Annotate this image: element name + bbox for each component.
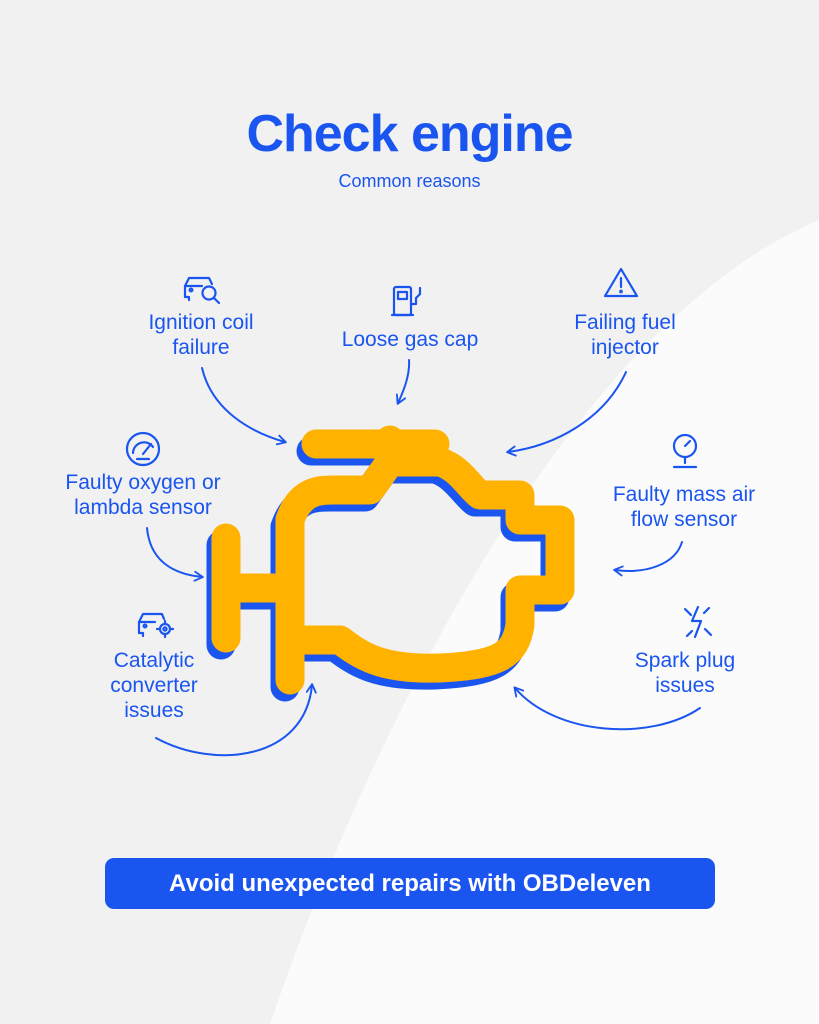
reason-maf-line-2: flow sensor (630, 508, 738, 531)
reason-catalytic-converter: Catalytic converter issues (74, 648, 234, 723)
arrow-spark-plug (513, 686, 701, 731)
reason-catalytic-line-2: converter (110, 674, 198, 697)
gauge-icon (125, 431, 161, 467)
car-search-icon (183, 276, 221, 305)
reason-spark-line-2: issues (655, 674, 715, 697)
car-settings-icon (137, 612, 175, 639)
reason-gas-cap: Loose gas cap (310, 327, 510, 352)
engine-body (275, 447, 575, 683)
arrow-oxygen-sensor (146, 527, 204, 582)
reason-spark-line-1: Spark plug (634, 649, 736, 672)
reason-catalytic-line-3: issues (124, 699, 184, 722)
page-subtitle: Common reasons (338, 171, 481, 191)
reason-ignition-coil: Ignition coil failure (116, 310, 286, 360)
reason-oxygen-line-2: lambda sensor (74, 496, 212, 519)
warning-triangle-icon (603, 267, 639, 298)
reason-maf-line-1: Faulty mass air (612, 483, 756, 506)
reason-injector-line-1: Failing fuel (574, 311, 676, 334)
check-engine-icon (206, 425, 575, 702)
reason-gascap-line-1: Loose gas cap (341, 328, 479, 351)
reason-spark-plug: Spark plug issues (610, 648, 760, 698)
arrow-ignition (201, 367, 287, 446)
arrow-fuel-injector (506, 371, 627, 457)
reason-oxygen-sensor: Faulty oxygen or lambda sensor (38, 470, 248, 520)
background-light-curve (270, 220, 819, 1024)
reason-injector-line-2: injector (591, 336, 659, 359)
reason-fuel-injector: Failing fuel injector (540, 310, 710, 360)
pressure-gauge-icon (672, 433, 698, 469)
arrow-gas-cap (395, 359, 411, 405)
spark-plug-icon (683, 605, 713, 639)
reason-mass-air-flow: Faulty mass air flow sensor (584, 482, 784, 532)
reason-oxygen-line-1: Faulty oxygen or (65, 471, 221, 494)
page-title: Check engine (246, 105, 573, 163)
reason-ignition-line-1: Ignition coil (148, 311, 254, 334)
arrow-mass-air-flow (613, 541, 683, 577)
fuel-pump-icon (391, 285, 422, 317)
reason-ignition-line-2: failure (172, 336, 230, 359)
cta-banner[interactable]: Avoid unexpected repairs with OBDeleven (105, 858, 715, 909)
reason-catalytic-line-1: Catalytic (113, 649, 195, 672)
arrow-catalytic (155, 683, 317, 757)
